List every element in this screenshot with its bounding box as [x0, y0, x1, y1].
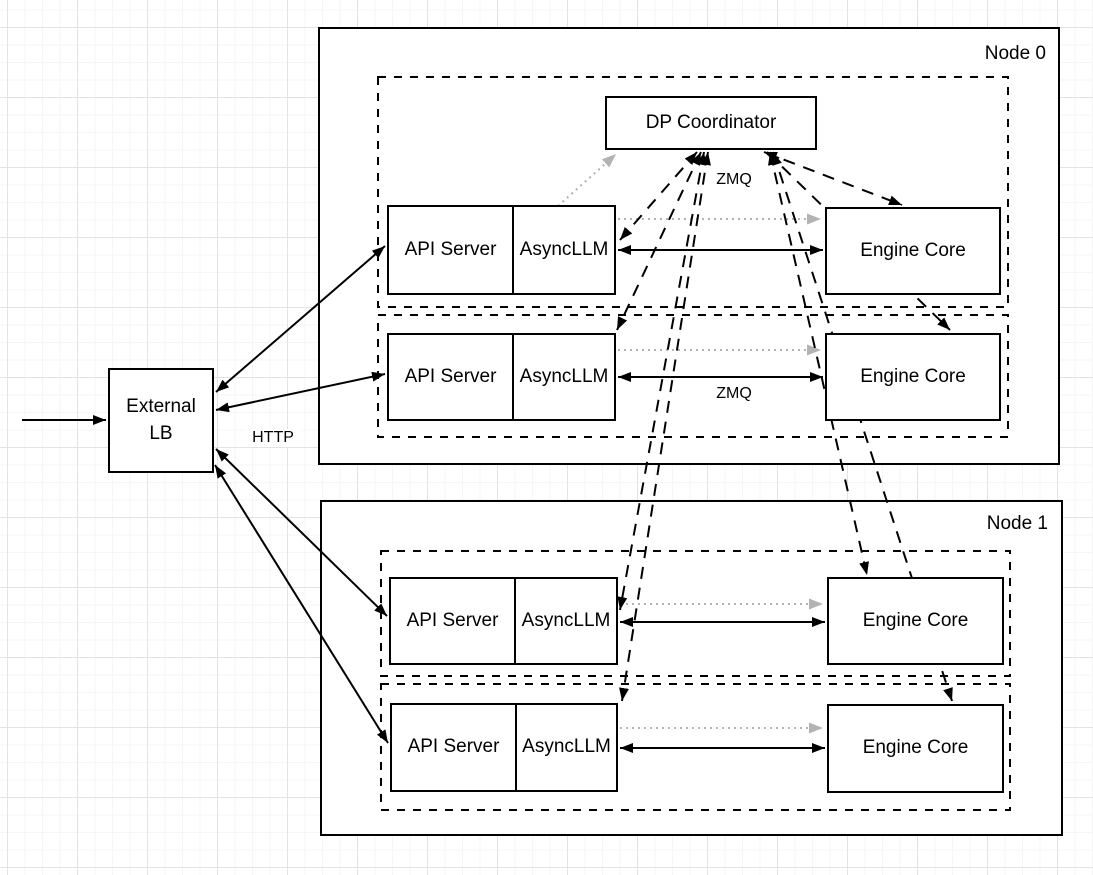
asyncllm-cell: AsyncLLM	[517, 705, 616, 790]
node1-replica1-group	[380, 683, 1011, 811]
api-server-cell: API Server	[392, 705, 517, 790]
engine-core-label: Engine Core	[862, 737, 969, 759]
api-server-cell: API Server	[389, 335, 514, 419]
asyncllm-cell: AsyncLLM	[516, 579, 616, 663]
node1-title: Node 1	[986, 513, 1048, 534]
node1-row1-apiserver-asyncllm-box: API Server AsyncLLM	[390, 703, 618, 792]
asyncllm-label: AsyncLLM	[519, 365, 609, 387]
external-lb-label: External LB	[126, 395, 196, 444]
node1-row0-apiserver-asyncllm-box: API Server AsyncLLM	[389, 577, 618, 665]
asyncllm-label: AsyncLLM	[519, 238, 609, 260]
edge-dotted-asyncllm0-to-coordinator	[557, 153, 617, 207]
node0-row0-engine-core-box: Engine Core	[825, 207, 1001, 295]
dp-coordinator-box: DP Coordinator	[605, 96, 817, 150]
edge-lb-api0	[215, 245, 386, 393]
http-edge-label: HTTP	[245, 429, 301, 447]
api-server-label: API Server	[407, 736, 500, 758]
api-server-cell: API Server	[391, 579, 516, 663]
asyncllm-cell: AsyncLLM	[514, 207, 614, 293]
asyncllm-cell: AsyncLLM	[514, 335, 614, 419]
node0-row1-engine-core-box: Engine Core	[825, 333, 1001, 421]
api-server-cell: API Server	[389, 207, 514, 293]
asyncllm-label: AsyncLLM	[521, 609, 611, 631]
node0-title: Node 0	[984, 43, 1046, 64]
node1-row1-engine-core-box: Engine Core	[827, 704, 1004, 793]
engine-core-label: Engine Core	[860, 365, 966, 387]
edge-lb-api1	[215, 371, 386, 413]
api-server-label: API Server	[404, 238, 497, 260]
zmq-coordinator-edge-label: ZMQ	[709, 171, 759, 189]
api-server-label: API Server	[406, 609, 499, 631]
dp-coordinator-label: DP Coordinator	[645, 111, 777, 133]
edge-lb-api3	[214, 464, 389, 744]
engine-core-label: Engine Core	[860, 239, 966, 261]
node0-row0-apiserver-asyncllm-box: API Server AsyncLLM	[387, 205, 616, 295]
edge-dashed-coordinator-asyncllm3	[619, 151, 711, 702]
asyncllm-label: AsyncLLM	[522, 736, 611, 758]
zmq-engine-edge-label: ZMQ	[709, 385, 759, 403]
node0-row1-apiserver-asyncllm-box: API Server AsyncLLM	[387, 333, 616, 421]
api-server-label: API Server	[404, 365, 497, 387]
external-lb-box: External LB	[108, 368, 214, 473]
engine-core-label: Engine Core	[862, 609, 969, 631]
node1-row0-engine-core-box: Engine Core	[827, 577, 1004, 665]
